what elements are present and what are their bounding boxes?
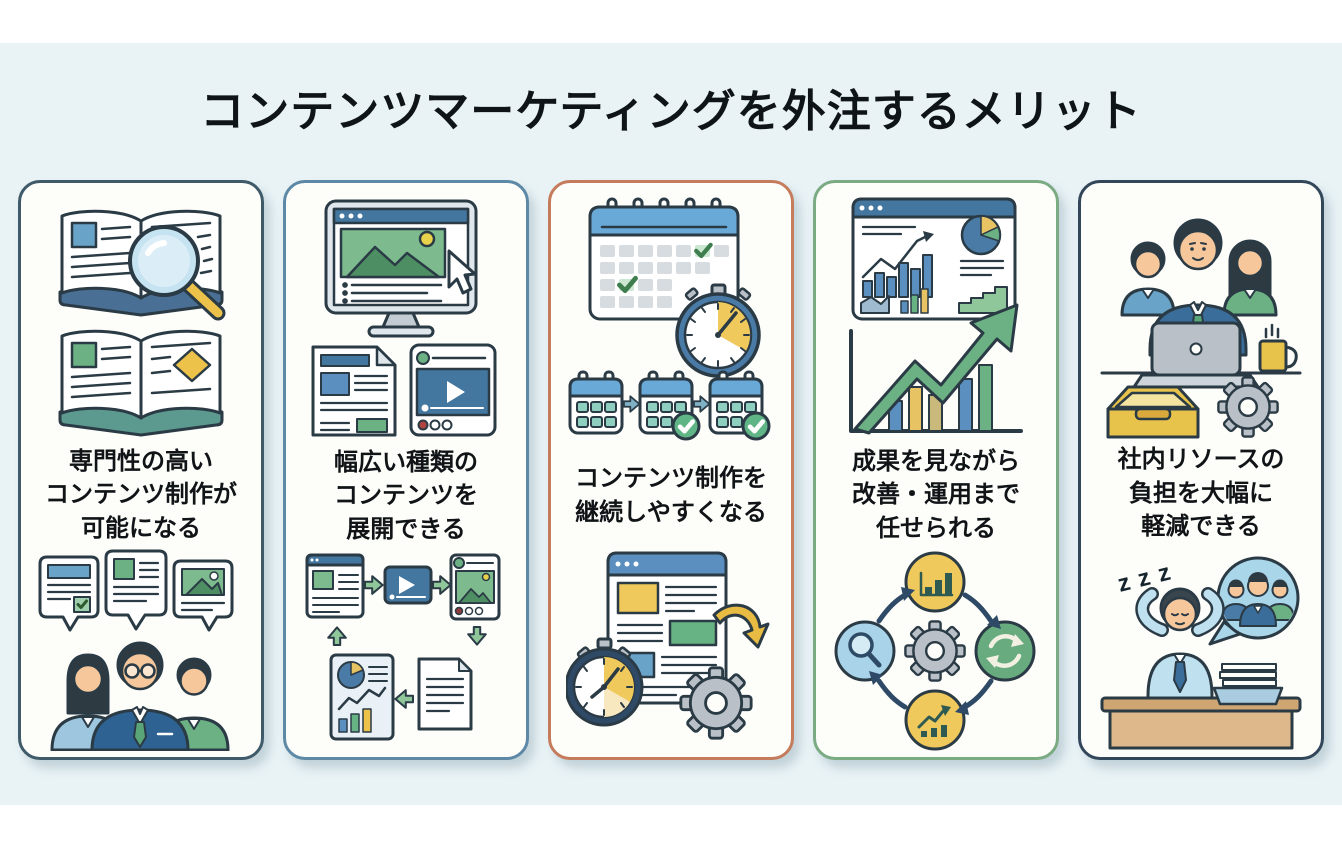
card-label-line: 継続しやすくなる	[575, 499, 767, 526]
gear-icon	[891, 607, 979, 695]
calendar-schedule-illustration	[568, 197, 771, 441]
card-label-line: 専門性の高い	[69, 447, 213, 475]
card-bottom-illustration	[831, 549, 1041, 757]
content-types-illustration	[311, 199, 497, 437]
calendar-stopwatch-icon	[588, 197, 761, 378]
open-book-magnifier-icon	[58, 209, 226, 321]
card-label: 成果を見ながら 改善・運用まで 任せられる	[852, 441, 1020, 549]
growth-chart-circle-icon	[904, 689, 966, 751]
cycle-arrows	[876, 592, 994, 710]
sleep-zzz-text: z z z	[1115, 558, 1174, 597]
relaxed-worker-illustration: z z z	[1100, 556, 1302, 750]
pdca-cycle-icon	[834, 551, 1036, 751]
report-chart-circle-icon	[904, 551, 966, 613]
card-top-illustration	[831, 197, 1041, 441]
calendar-sequence-check-icon	[568, 370, 771, 441]
card-label-line: 展開できる	[346, 515, 466, 543]
benefit-card-specialized-content: 専門性の高い コンテンツ制作が 可能になる	[18, 180, 264, 760]
card-label-line: コンテンツ制作が	[45, 481, 237, 509]
benefit-cards-row: 専門性の高い コンテンツ制作が 可能になる	[18, 180, 1324, 760]
update-arrow-icon	[712, 603, 770, 649]
card-bottom-illustration	[36, 549, 246, 757]
card-label-line: 負担を大幅に	[1129, 479, 1273, 507]
scheduled-page-stopwatch-gear-icon	[566, 551, 770, 751]
card-top-illustration	[1096, 197, 1306, 441]
specialist-team-illustration	[38, 549, 234, 751]
content-format-cycle-icon	[305, 553, 501, 741]
empty-inbox-icon	[1106, 385, 1200, 439]
books-illustration	[58, 209, 226, 437]
benefit-card-wide-content-types: 幅広い種類の コンテンツを 展開できる	[283, 180, 529, 760]
article-document-icon	[311, 345, 397, 437]
card-bottom-illustration	[301, 551, 511, 757]
card-top-illustration	[301, 197, 511, 441]
card-label-line: 任せられる	[876, 514, 996, 542]
team-speech-bubble-icon	[1208, 556, 1300, 646]
card-label: 幅広い種類の コンテンツを 展開できる	[334, 441, 478, 551]
benefit-card-reduce-internal-load: 社内リソースの 負担を大幅に 軽減できる	[1078, 180, 1324, 760]
card-label: 社内リソースの 負担を大幅に 軽減できる	[1118, 441, 1285, 546]
page-title: コンテンツマーケティングを外注するメリット	[200, 87, 1142, 136]
benefit-card-improve-and-operate: 成果を見ながら 改善・運用まで 任せられる	[813, 180, 1059, 760]
content-speech-bubbles-icon	[38, 549, 234, 632]
card-label-line: 幅広い種類の	[334, 448, 478, 476]
stopwatch-icon	[566, 637, 644, 727]
card-label: 専門性の高い コンテンツ制作が 可能になる	[45, 441, 237, 549]
card-label-line: 改善・運用まで	[852, 481, 1020, 509]
refresh-cycle-circle-icon	[974, 620, 1036, 682]
card-bottom-illustration: z z z	[1096, 546, 1306, 757]
card-label-line: コンテンツを	[334, 482, 478, 510]
card-label-line: 軽減できる	[1141, 513, 1261, 541]
video-post-icon	[409, 343, 497, 437]
open-book-highlights-icon	[58, 329, 224, 437]
outsourced-team-laptop-icon	[1100, 218, 1302, 389]
analytics-dashboard-icon	[851, 197, 1017, 321]
card-label-line: 成果を見ながら	[852, 447, 1020, 475]
specialist-team-icon	[50, 641, 230, 751]
content-format-cycle-illustration	[305, 553, 501, 741]
card-label: コンテンツ制作を 継続しやすくなる	[575, 441, 767, 551]
paper-tray-icon	[1212, 663, 1284, 706]
analytics-growth-illustration	[849, 197, 1023, 435]
card-bottom-illustration	[566, 551, 776, 757]
magnifier-circle-icon	[834, 620, 896, 682]
outsourced-team-illustration	[1100, 218, 1302, 441]
cycle-arrowheads	[869, 587, 1001, 715]
coffee-mug-icon	[1258, 323, 1298, 373]
benefit-card-continuous-production: コンテンツ制作を 継続しやすくなる	[548, 180, 794, 760]
pdca-cycle-illustration	[834, 551, 1036, 751]
card-label-line: コンテンツ制作を	[575, 465, 767, 493]
card-top-illustration	[566, 197, 776, 441]
card-top-illustration	[36, 197, 246, 441]
web-page-cursor-monitor-icon	[324, 199, 478, 338]
scheduled-page-stopwatch-gear-illustration	[566, 551, 770, 751]
card-label-line: 可能になる	[81, 514, 201, 542]
card-label-line: 社内リソースの	[1117, 446, 1285, 474]
growth-arrow-chart-icon	[849, 303, 1023, 435]
